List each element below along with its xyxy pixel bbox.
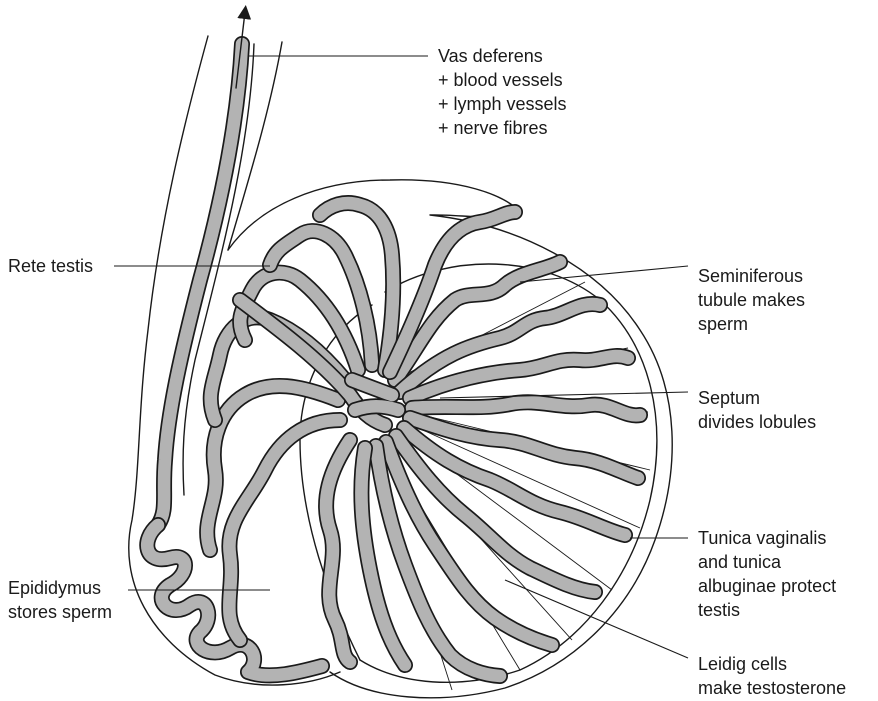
label-line: divides lobules [698,410,816,434]
label-seminiferous-tubule: Seminiferous tubule makes sperm [698,264,805,336]
label-line: stores sperm [8,600,112,624]
label-line: and tunica [698,550,836,574]
label-line: Tunica vaginalis [698,526,836,550]
label-line: + lymph vessels [438,92,567,116]
label-rete-testis: Rete testis [8,254,93,278]
label-tunica: Tunica vaginalis and tunica albuginae pr… [698,526,836,622]
label-line: testis [698,598,836,622]
label-line: Leidig cells [698,652,846,676]
label-line: Rete testis [8,254,93,278]
label-line: Epididymus [8,576,112,600]
label-line: sperm [698,312,805,336]
label-line: Seminiferous [698,264,805,288]
label-line: tubule makes [698,288,805,312]
label-vas-deferens: Vas deferens + blood vessels + lymph ves… [438,44,567,140]
label-leidig-cells: Leidig cells make testosterone [698,652,846,700]
tubule-fill [410,418,638,478]
label-line: Septum [698,386,816,410]
vas-deferens-fill [158,44,242,525]
label-septum: Septum divides lobules [698,386,816,434]
label-line: make testosterone [698,676,846,700]
label-epididymus: Epididymus stores sperm [8,576,112,624]
label-line: + blood vessels [438,68,567,92]
label-line: + nerve fibres [438,116,567,140]
seminiferous-tubules [207,203,640,676]
label-line: Vas deferens [438,44,567,68]
label-line: albuginae protect [698,574,836,598]
leader-septum [440,392,688,398]
